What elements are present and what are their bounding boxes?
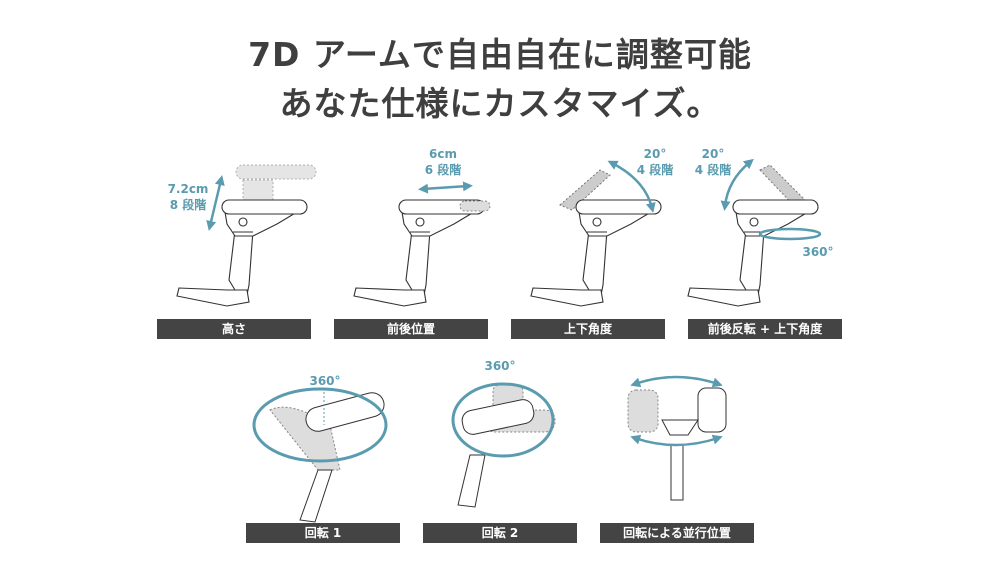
label-depth: 前後位置 <box>334 319 488 339</box>
annotation-text: 7.2cm <box>167 182 209 196</box>
headline-line-1: 7D アームで自由自在に調整可能 <box>248 35 752 74</box>
arm-tilt-illustration <box>531 160 661 306</box>
arm-depth-illustration <box>354 181 491 306</box>
tilt-annotation: 20° 4 段階 <box>630 146 680 178</box>
flip-rotation-annotation: 360° <box>802 245 834 259</box>
label-height: 高さ <box>157 319 311 339</box>
annotation-text: 4 段階 <box>636 163 674 177</box>
depth-annotation: 6cm 6 段階 <box>418 146 468 178</box>
annotation-text: 8 段階 <box>169 198 207 212</box>
label-rotate-2: 回転 2 <box>423 523 577 543</box>
arm-parallel-illustration <box>627 375 727 501</box>
label-parallel: 回転による並行位置 <box>600 523 754 543</box>
rotate-1-annotation: 360° <box>309 374 341 388</box>
arm-height-illustration <box>177 164 317 306</box>
label-rotate-1: 回転 1 <box>246 523 400 543</box>
annotation-text: 4 段階 <box>694 163 732 177</box>
label-flip-tilt: 前後反転 + 上下角度 <box>688 319 842 339</box>
arm-rotate-1-illustration <box>252 387 388 523</box>
annotation-text: 20° <box>701 147 725 161</box>
arm-rotate-2-illustration <box>451 382 556 508</box>
flip-tilt-annotation: 20° 4 段階 <box>688 146 738 178</box>
annotation-text: 20° <box>643 147 667 161</box>
rotate-2-annotation: 360° <box>484 359 516 373</box>
headline-line-2: あなた仕様にカスタマイズ。 <box>279 84 721 123</box>
arm-flip-tilt-illustration <box>688 158 822 306</box>
label-tilt: 上下角度 <box>511 319 665 339</box>
height-annotation: 7.2cm 8 段階 <box>163 181 213 213</box>
annotation-text: 6 段階 <box>424 163 462 177</box>
annotation-text: 6cm <box>429 147 457 161</box>
